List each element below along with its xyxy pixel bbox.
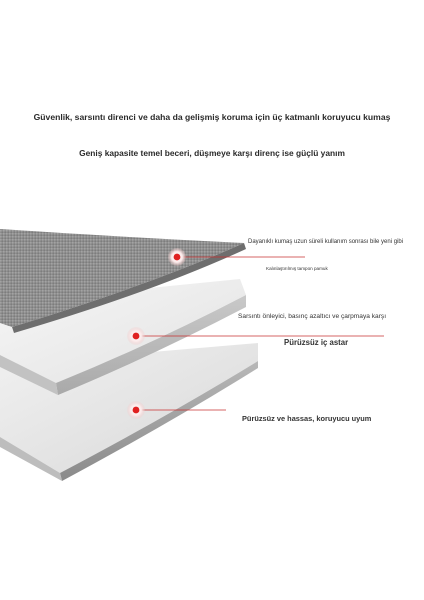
marker-dot <box>127 401 145 419</box>
callout-inner-lining: Pürüzsüz iç astar <box>284 338 349 347</box>
marker-dot <box>168 248 186 266</box>
layer-illustration <box>0 229 384 481</box>
marker-dot <box>127 327 145 345</box>
callout-cushion-material: Kalınlaştırılmış tampon pamuk <box>266 266 328 271</box>
headline-subtitle: Geniş kapasite temel beceri, düşmeye kar… <box>79 148 345 158</box>
headline-title: Güvenlik, sarsıntı direnci ve daha da ge… <box>33 112 391 122</box>
callout-shock-protection: Sarsıntı önleyici, basınç azaltıcı ve ça… <box>238 313 387 320</box>
callout-fabric: Dayanıklı kumaş uzun süreli kullanım son… <box>248 239 404 245</box>
callout-smooth-fit: Pürüzsüz ve hassas, koruyucu uyum <box>242 414 372 423</box>
